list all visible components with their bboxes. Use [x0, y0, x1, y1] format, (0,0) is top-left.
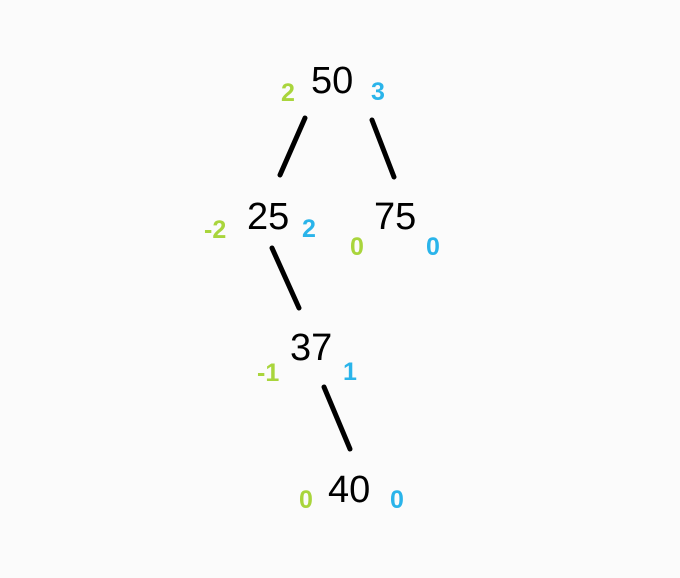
node-50-key: 50 [311, 60, 354, 102]
node-37-right-annotation: 1 [343, 358, 357, 386]
edge-50-25 [277, 115, 308, 178]
edge-25-37 [269, 245, 302, 311]
node-40-left-annotation: 0 [299, 486, 313, 514]
node-25-key: 25 [247, 196, 290, 238]
node-37-key: 37 [290, 327, 333, 369]
node-37-left-annotation: -1 [257, 359, 280, 387]
node-25-right-annotation: 2 [302, 215, 316, 243]
node-40-key: 40 [328, 469, 371, 511]
edge-50-75 [369, 117, 397, 180]
node-75-left-annotation: 0 [350, 233, 364, 261]
edge-37-40 [321, 384, 353, 452]
node-75-right-annotation: 0 [426, 233, 440, 261]
node-50-left-annotation: 2 [281, 79, 295, 107]
node-25-left-annotation: -2 [204, 216, 227, 244]
node-75-key: 75 [374, 196, 417, 238]
node-50-right-annotation: 3 [371, 78, 385, 106]
node-40-right-annotation: 0 [390, 486, 404, 514]
